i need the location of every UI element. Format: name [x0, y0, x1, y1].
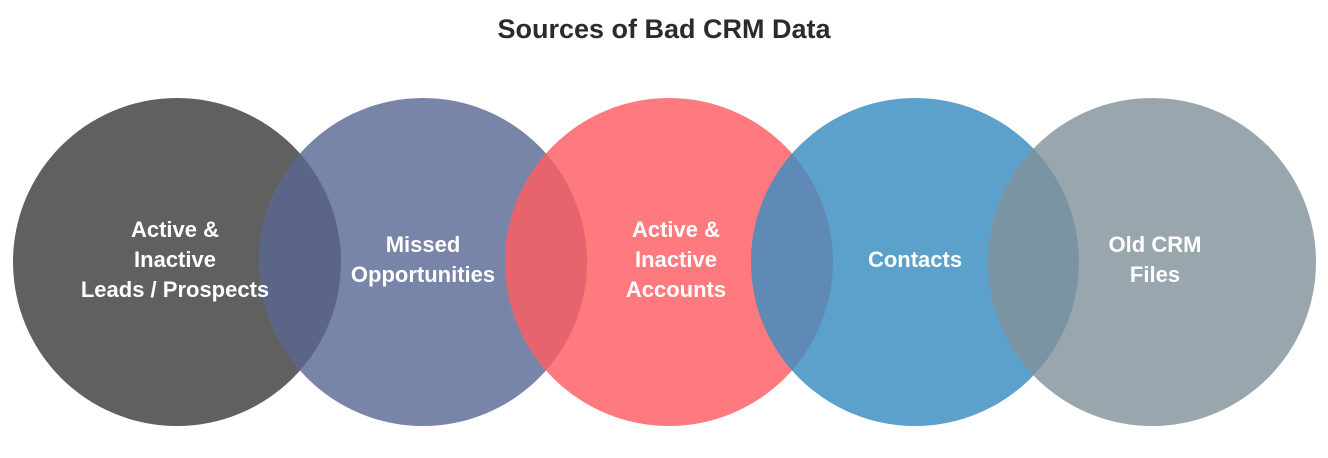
circle-3-label-line: Active & — [632, 217, 720, 242]
circle-5-label-line: Old CRM — [1109, 232, 1202, 257]
circle-3-label-line: Accounts — [626, 277, 726, 302]
circle-4 — [751, 98, 1079, 426]
circle-1-label-line: Inactive — [134, 247, 216, 272]
circle-2-label-line: Opportunities — [351, 262, 495, 287]
circle-4-label-line: Contacts — [868, 247, 962, 272]
circle-5-label-line: Files — [1130, 262, 1180, 287]
circle-1-label-line: Active & — [131, 217, 219, 242]
diagram-title: Sources of Bad CRM Data — [497, 14, 831, 44]
circle-2-label-line: Missed — [386, 232, 461, 257]
circle-1 — [13, 98, 341, 426]
circle-5 — [988, 98, 1316, 426]
circle-2 — [259, 98, 587, 426]
circle-1-label-line: Leads / Prospects — [81, 277, 269, 302]
circle-3 — [505, 98, 833, 426]
circle-3-label-line: Inactive — [635, 247, 717, 272]
